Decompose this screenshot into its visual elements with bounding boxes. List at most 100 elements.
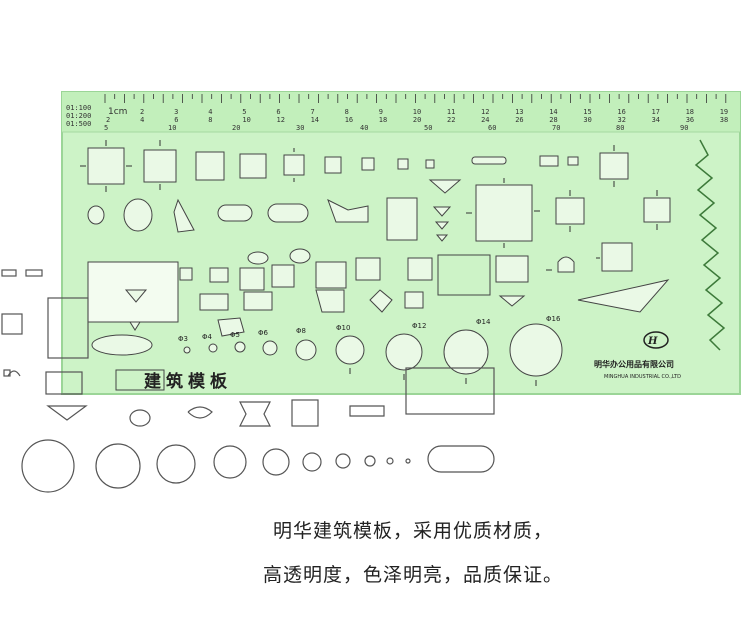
- square-cutout: [271, 264, 295, 288]
- circle-label: Φ8: [296, 327, 306, 335]
- circle-label: Φ6: [258, 329, 269, 337]
- template-title: 建筑模板: [144, 371, 232, 392]
- square-cutout: [355, 257, 381, 281]
- circle-label: Φ10: [336, 324, 350, 332]
- circle-label: Φ14: [476, 318, 491, 326]
- ruler-number: 36: [686, 116, 694, 124]
- ruler-number: 8: [345, 108, 349, 116]
- triangle-cutout: [129, 321, 141, 331]
- crosshair-marks: [80, 140, 658, 386]
- ruler-number: 26: [515, 116, 523, 124]
- circle-cutout: [183, 346, 191, 354]
- circle-cutout: [295, 339, 317, 361]
- ruler-number: 6: [174, 116, 178, 124]
- svg-text:H: H: [647, 336, 658, 347]
- ruler-number: 14: [311, 116, 319, 124]
- square-cutout: [567, 156, 579, 166]
- circle-label: Φ16: [546, 315, 561, 323]
- ruler-number: 38: [720, 116, 728, 124]
- ruler-number: 5: [242, 108, 246, 116]
- ruler-number: 7: [311, 108, 315, 116]
- circle-label: Φ4: [202, 333, 213, 341]
- rect-outline: [115, 369, 165, 391]
- bath-cutout: [315, 289, 345, 313]
- triangle-cutout: [124, 289, 148, 303]
- arrow-cutout: [577, 279, 670, 313]
- oval-cutout: [289, 248, 311, 264]
- ruler-number: 10: [413, 108, 421, 116]
- ruler-number: 19: [720, 108, 728, 116]
- ruler-number: 17: [652, 108, 660, 116]
- square-cutout: [495, 255, 529, 283]
- triangle-cutout: [435, 234, 449, 242]
- square-cutout: [324, 156, 342, 174]
- scale-label-2: 01:200: [66, 112, 91, 120]
- ruler-number: 12: [277, 116, 285, 124]
- ruler-number: 30: [296, 124, 304, 132]
- scale-label-3: 01:500: [66, 120, 91, 128]
- circle-label: Φ3: [178, 335, 188, 343]
- ruler-number: 70: [552, 124, 560, 132]
- circle-label: Φ12: [412, 322, 426, 330]
- ruler-number: 3: [174, 108, 178, 116]
- ruler-number: 5: [104, 124, 108, 132]
- square-cutout: [209, 267, 229, 283]
- square-cutout: [407, 257, 433, 281]
- triangle-cutout: [434, 221, 450, 230]
- ruler-number: 32: [618, 116, 626, 124]
- circle-cutout: [385, 333, 423, 371]
- square-cutout: [143, 149, 177, 183]
- triangle-cutout: [432, 206, 452, 217]
- pencil-drawings: [1, 269, 495, 493]
- ruler-number: 11: [447, 108, 455, 116]
- square-cutout: [283, 154, 305, 176]
- circle-cutout: [208, 343, 218, 353]
- ruler-number: 30: [583, 116, 591, 124]
- ruler-number: 2: [106, 116, 110, 124]
- template-cutouts: [87, 147, 671, 391]
- rounded-cutout: [267, 203, 309, 223]
- ruler-number: 8: [208, 116, 212, 124]
- ruler-number: 22: [447, 116, 455, 124]
- ruler-number: 28: [549, 116, 557, 124]
- ruler-number: 20: [413, 116, 421, 124]
- caption-line-1: 明华建筑模板，采用优质材质，: [272, 520, 553, 542]
- square-cutout: [195, 151, 225, 181]
- rounded-cutout: [217, 204, 253, 222]
- shape-cutout: [217, 317, 245, 337]
- zigzag-edge: [694, 139, 726, 351]
- circle-size-labels: Φ3 Φ4 Φ5 Φ6 Φ8 Φ10 Φ12 Φ14 Φ16: [178, 315, 561, 343]
- ruler-number: 20: [232, 124, 240, 132]
- square-cutout: [397, 158, 409, 170]
- oval-cutout: [247, 251, 269, 265]
- circle-label: Φ5: [230, 331, 240, 339]
- wedge-cutout: [173, 198, 195, 233]
- brand-name-en: MINGHUA INDUSTRIAL CO.,LTD: [604, 374, 681, 380]
- ruler-number: 16: [345, 116, 353, 124]
- ruler-number: 12: [481, 108, 489, 116]
- ruler-number: 50: [424, 124, 432, 132]
- ruler-number: 60: [488, 124, 496, 132]
- ruler-number: 10: [242, 116, 250, 124]
- ruler-number: 34: [652, 116, 660, 124]
- ruler-number: 10: [168, 124, 176, 132]
- square-cutout: [404, 291, 424, 309]
- rect-cutout: [386, 197, 418, 241]
- caption-line-2: 高透明度，色泽明亮，品质保证。: [262, 564, 563, 586]
- ruler-ticks: [104, 94, 727, 103]
- rect-cutout: [243, 291, 273, 311]
- circle-cutout: [443, 329, 489, 375]
- square-cutout: [475, 184, 533, 242]
- diamond-cutout: [369, 289, 393, 313]
- bath-cutout: [327, 198, 369, 223]
- ruler-number: 18: [379, 116, 387, 124]
- ruler-number: 40: [360, 124, 368, 132]
- ruler-number: 2: [140, 108, 144, 116]
- ruler-unit: 1cm: [108, 107, 127, 117]
- oval-cutout: [91, 334, 153, 356]
- rect-cutout: [199, 293, 229, 311]
- square-cutout: [239, 267, 265, 291]
- ruler-number: 14: [549, 108, 557, 116]
- circle-cutout: [509, 323, 563, 377]
